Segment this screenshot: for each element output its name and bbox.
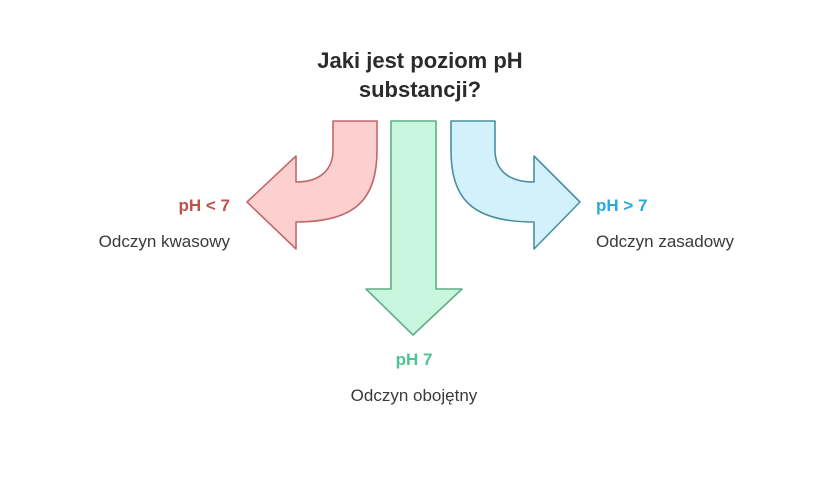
acidic-arrow <box>246 120 378 250</box>
basic-ph-label: pH > 7 <box>596 196 648 215</box>
acidic-description: Odczyn kwasowy <box>98 232 230 251</box>
question-title: Jaki jest poziom pH substancji? <box>270 46 570 104</box>
question-line-1: Jaki jest poziom pH <box>317 48 523 73</box>
neutral-description: Odczyn obojętny <box>350 386 478 405</box>
basic-arrow <box>450 120 581 250</box>
acidic-ph-label: pH < 7 <box>178 196 231 215</box>
neutral-ph-label: pH 7 <box>395 350 433 369</box>
neutral-arrow <box>365 120 463 336</box>
basic-description: Odczyn zasadowy <box>596 232 734 251</box>
question-line-2: substancji? <box>358 77 482 102</box>
